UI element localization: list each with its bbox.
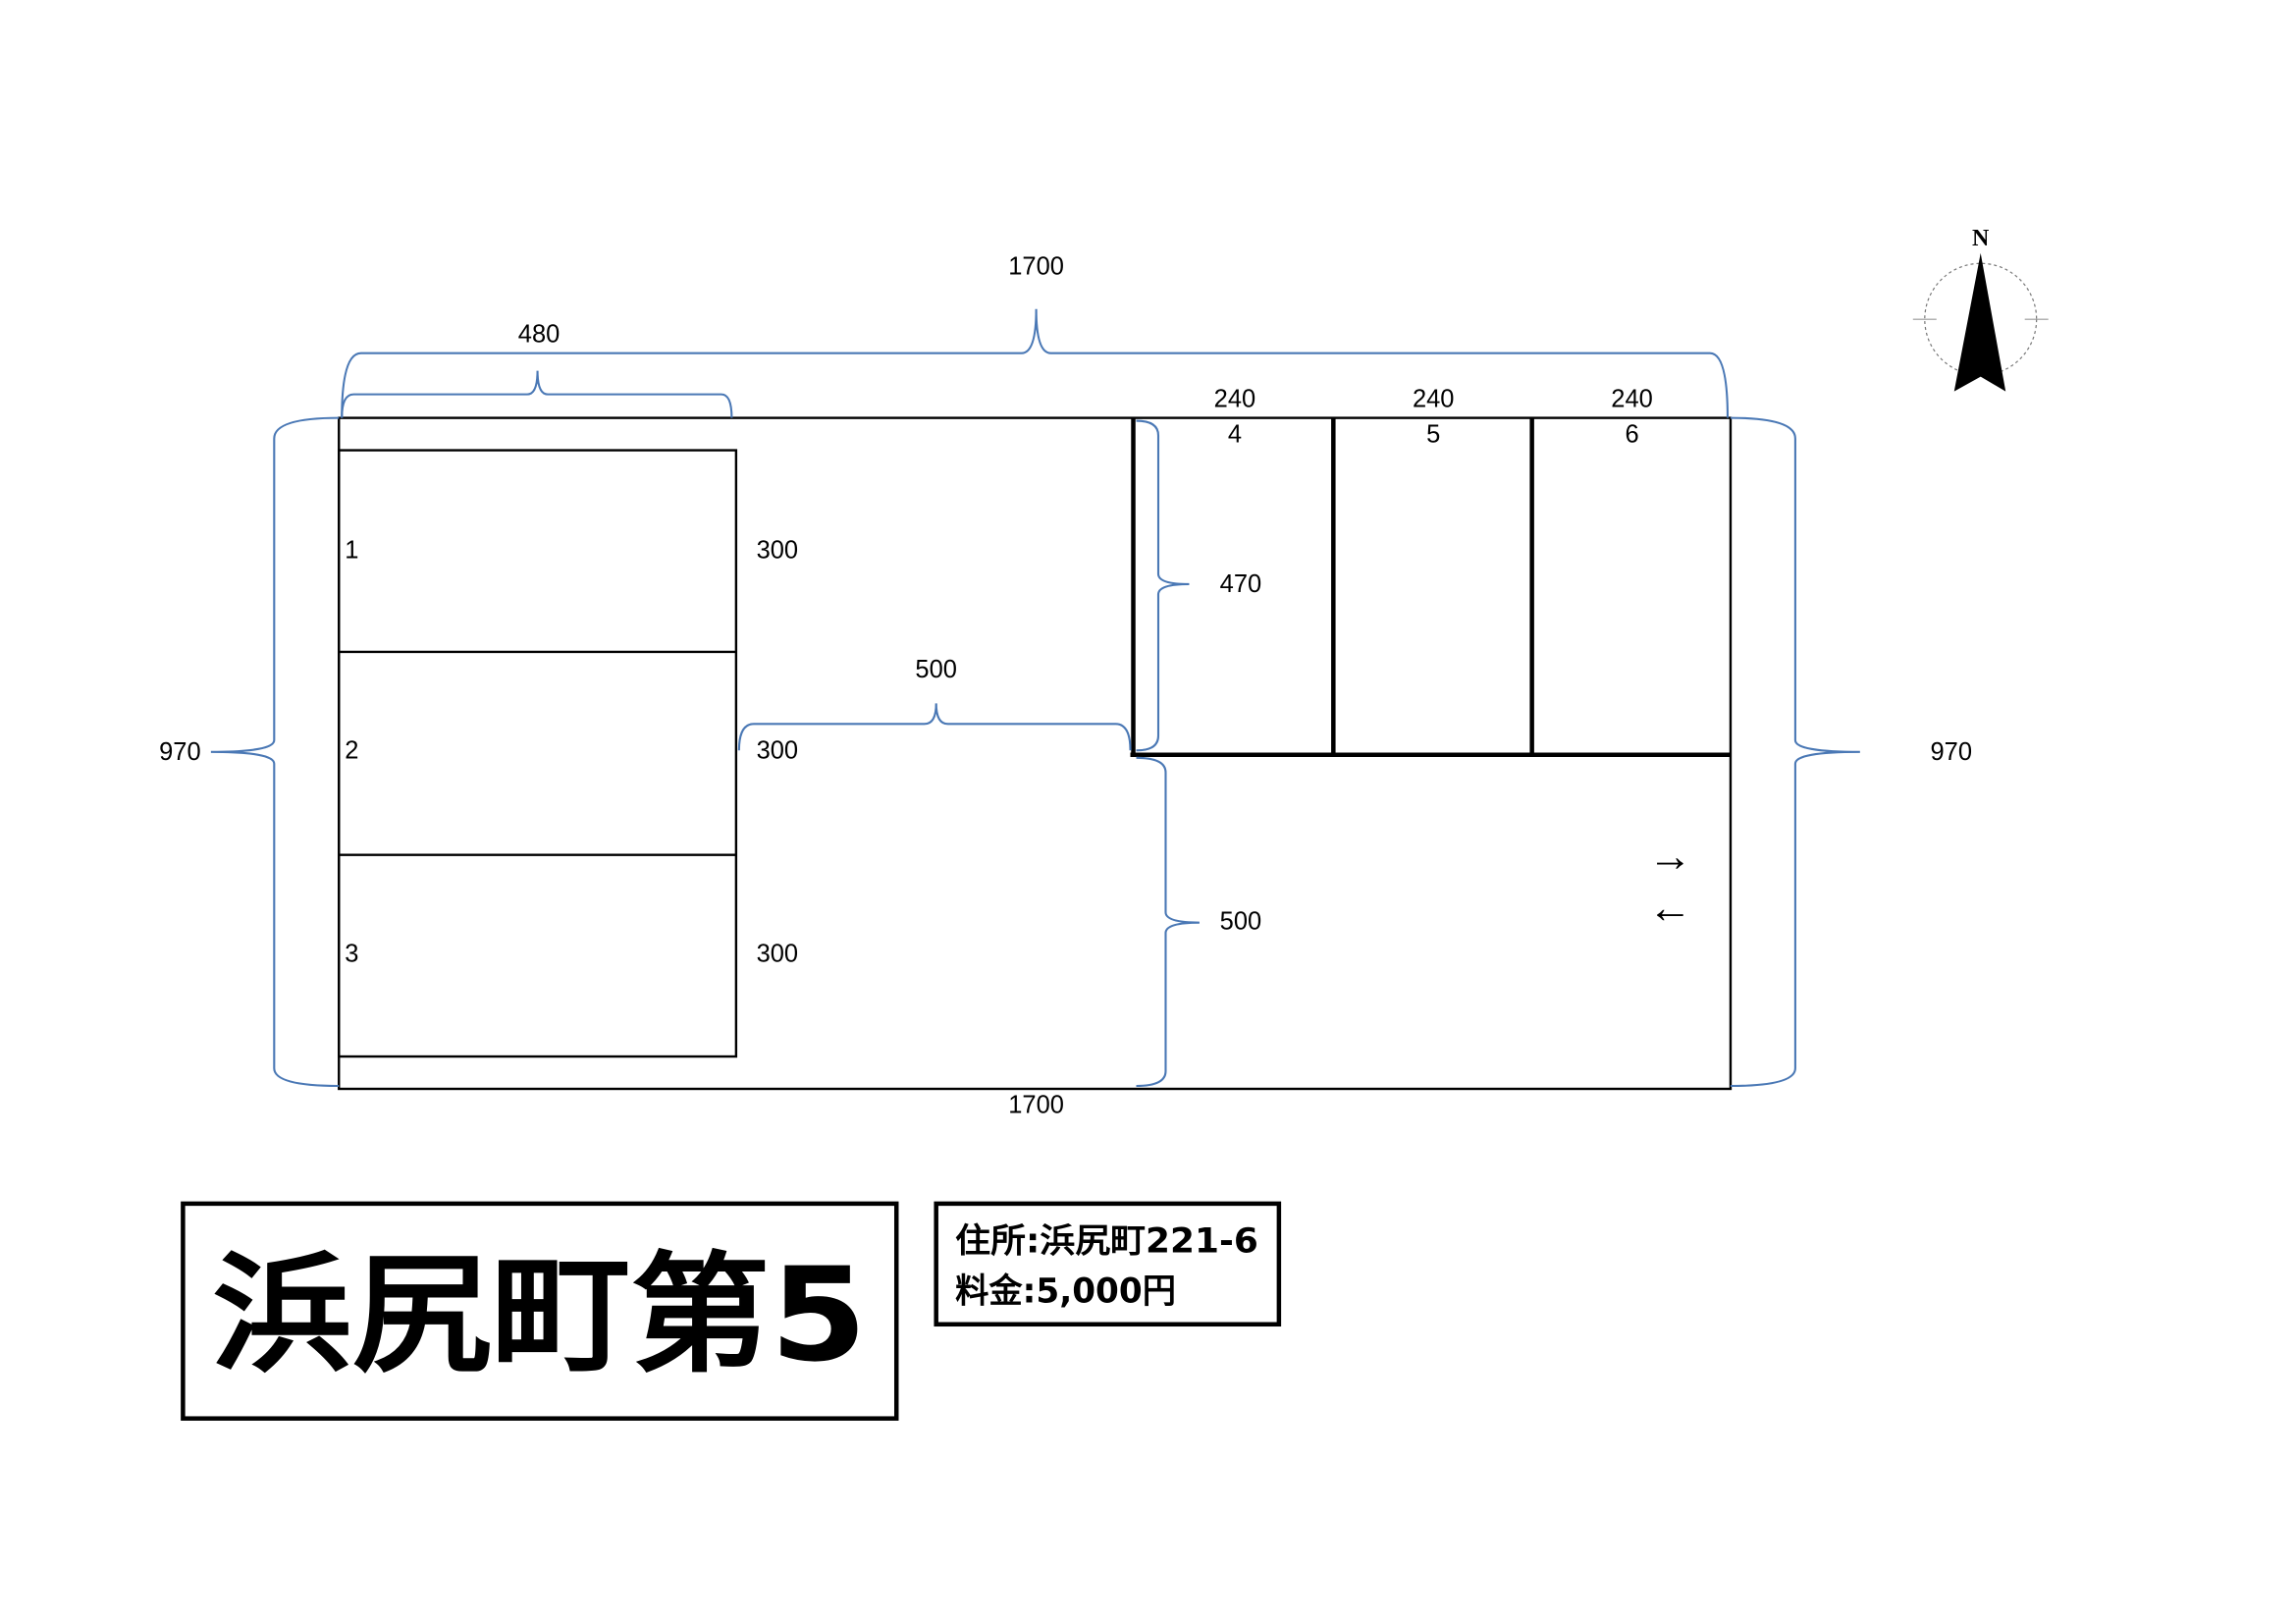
space-label-4: 4 — [1228, 420, 1242, 448]
bracket-right-500 — [1136, 756, 1200, 1088]
space-label-1: 1 — [345, 537, 358, 565]
slot-height-1: 300 — [757, 537, 799, 565]
space-label-6: 6 — [1625, 420, 1638, 448]
dim-top-1700: 1700 — [1008, 252, 1064, 280]
lot-title: 浜尻町第5 — [212, 1241, 867, 1391]
arrow-left-icon: ← — [1648, 883, 1692, 933]
space-label-2: 2 — [345, 737, 358, 765]
left-spaces — [338, 449, 738, 1058]
slot-width-5: 240 — [1413, 385, 1455, 412]
bracket-480 — [341, 370, 733, 418]
title-box — [181, 1201, 899, 1421]
space-label-3: 3 — [345, 940, 358, 967]
slot-height-3: 300 — [757, 940, 799, 967]
right-spaces — [1130, 417, 1731, 758]
slot-width-4: 240 — [1214, 385, 1256, 412]
bracket-right-970 — [1730, 416, 1860, 1088]
dim-right-500: 500 — [1220, 907, 1262, 935]
dim-bottom-1700: 1700 — [1008, 1092, 1064, 1119]
arrow-right-icon: → — [1648, 831, 1692, 881]
north-label: N — [1972, 226, 1989, 251]
dim-aisle-500: 500 — [915, 656, 957, 683]
info-box — [934, 1201, 1282, 1327]
bracket-470 — [1136, 419, 1190, 752]
dim-right-970: 970 — [1931, 738, 1972, 766]
north-arrow-icon: N — [1912, 226, 2049, 392]
space-label-5: 5 — [1426, 420, 1440, 448]
address-text: 住所:浜尻町221-6 — [955, 1221, 1258, 1261]
slot-width-6: 240 — [1611, 385, 1653, 412]
bracket-top-1700 — [341, 308, 1730, 418]
fee-text: 料金:5,000円 — [955, 1271, 1176, 1311]
bracket-aisle-500 — [737, 703, 1132, 751]
dim-left-970: 970 — [159, 738, 200, 766]
dim-480: 480 — [518, 320, 561, 348]
bracket-left-970 — [210, 416, 340, 1088]
dim-470: 470 — [1220, 570, 1262, 598]
slot-height-2: 300 — [757, 737, 799, 765]
